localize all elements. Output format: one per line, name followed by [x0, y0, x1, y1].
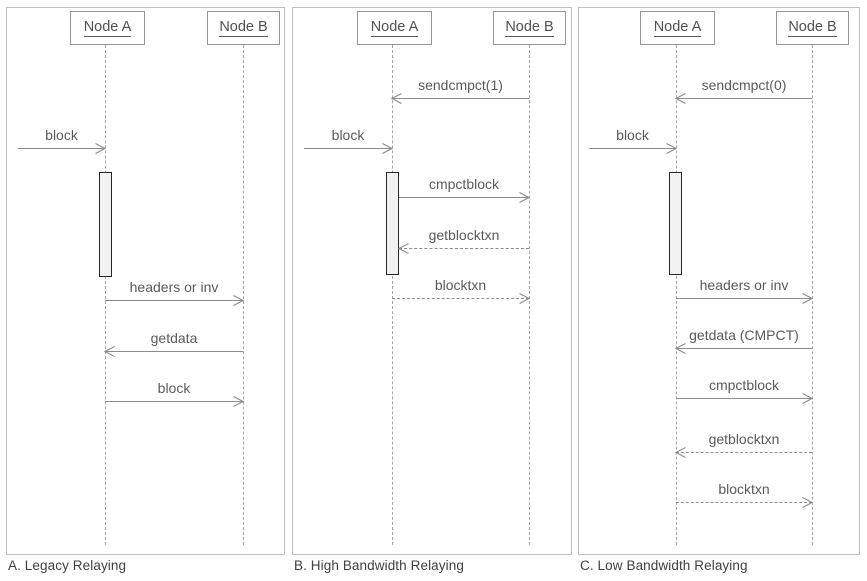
panel-b-lifeline-node-a [392, 45, 393, 545]
panel-b-message-block-inbound-line [304, 148, 392, 149]
panel-b-message-sendcmpct-1-label: sendcmpct(1) [418, 76, 503, 93]
panel-a-node-b-box[interactable]: Node B [207, 11, 280, 45]
panel-a-message-block-inbound-label: block [45, 126, 78, 143]
arrowhead-left-icon [104, 345, 115, 357]
arrowhead-left-icon [675, 446, 686, 458]
panel-b-message-block-inbound-label: block [331, 126, 365, 143]
panel-c-message-block-inbound-line [589, 148, 676, 149]
panel-c-message-headers-or-inv-line [676, 298, 812, 299]
panel-a-activation-node-a [99, 172, 112, 277]
panel-c-message-blocktxn-line [676, 502, 812, 503]
panel-c-message-cmpctblock-line [676, 398, 812, 399]
panel-c-node-b-label: Node B [788, 19, 837, 38]
panel-c-message-getblocktxn-line [676, 452, 812, 453]
panel-c-message-cmpctblock-label: cmpctblock [708, 376, 780, 393]
panel-b-node-b-box[interactable]: Node B [493, 11, 566, 45]
arrowhead-right-icon [802, 496, 813, 508]
panel-c-message-sendcmpct-0-line [676, 98, 812, 99]
panel-c-message-sendcmpct-0-label: sendcmpct(0) [701, 76, 787, 93]
panel-a-message-block-label: block [157, 379, 191, 396]
panel-a-message-getdata-line [105, 351, 243, 352]
panel-a-node-a-label: Node A [83, 19, 132, 38]
arrowhead-right-icon [382, 142, 393, 154]
panel-a-lifeline-node-b [243, 45, 244, 545]
panel-b-message-getblocktxn-label: getblocktxn [428, 226, 500, 243]
arrowhead-left-icon [398, 242, 409, 254]
panel-a-message-getdata-label: getdata [150, 329, 198, 346]
panel-c-message-block-inbound-label: block [616, 126, 649, 143]
arrowhead-right-icon [519, 191, 530, 203]
panel-c-caption: C. Low Bandwidth Relaying [580, 558, 748, 573]
panel-c-message-blocktxn-label: blocktxn [718, 480, 770, 497]
panel-c-node-b-box[interactable]: Node B [776, 11, 849, 45]
panel-a-caption: A. Legacy Relaying [8, 558, 127, 573]
panel-c-lifeline-node-b [812, 45, 813, 545]
panel-b-message-getblocktxn-line [399, 248, 529, 249]
arrowhead-right-icon [233, 294, 244, 306]
arrowhead-left-icon [675, 92, 686, 104]
panel-b-activation-node-a [386, 172, 399, 275]
panel-c-message-getdata-cmpct-line [676, 348, 812, 349]
panel-a-lifeline-node-a [105, 45, 106, 545]
panel-c-node-a-box[interactable]: Node A [640, 11, 715, 45]
arrowhead-right-icon [802, 392, 813, 404]
panel-c-lifeline-node-a [676, 45, 677, 545]
arrowhead-right-icon [802, 292, 813, 304]
panel-c-message-getdata-cmpct-label: getdata (CMPCT) [689, 326, 799, 343]
panel-b-node-b-label: Node B [505, 19, 554, 38]
panel-c-activation-node-a [669, 172, 682, 275]
panel-a-node-a-box[interactable]: Node A [70, 11, 145, 45]
panel-b-node-a-box[interactable]: Node A [357, 11, 432, 45]
panel-b-node-a-label: Node A [370, 19, 419, 38]
panel-c-node-a-label: Node A [653, 19, 702, 38]
panel-b-lifeline-node-b [529, 45, 530, 545]
arrowhead-right-icon [519, 292, 530, 304]
panel-b-message-blocktxn-line [392, 298, 529, 299]
arrowhead-right-icon [95, 142, 106, 154]
panel-b-caption: B. High Bandwidth Relaying [294, 558, 464, 573]
panel-a-node-b-label: Node B [219, 19, 268, 38]
panel-a-message-headers-or-inv-label: headers or inv [129, 278, 219, 295]
panel-a-frame [6, 7, 285, 555]
arrowhead-right-icon [233, 395, 244, 407]
panel-a-message-block-inbound-line [18, 148, 105, 149]
arrowhead-left-icon [675, 342, 686, 354]
panel-c-message-getblocktxn-label: getblocktxn [708, 430, 780, 447]
arrowhead-left-icon [391, 92, 402, 104]
panel-b-message-sendcmpct-1-line [392, 98, 529, 99]
panel-b-message-blocktxn-label: blocktxn [434, 276, 487, 293]
panel-c-message-headers-or-inv-label: headers or inv [699, 276, 789, 293]
panel-b-message-cmpctblock-line [399, 197, 529, 198]
panel-b-message-cmpctblock-label: cmpctblock [428, 175, 500, 192]
panel-a-message-block-line [105, 401, 243, 402]
panel-a-message-headers-or-inv-line [105, 300, 243, 301]
arrowhead-right-icon [666, 142, 677, 154]
